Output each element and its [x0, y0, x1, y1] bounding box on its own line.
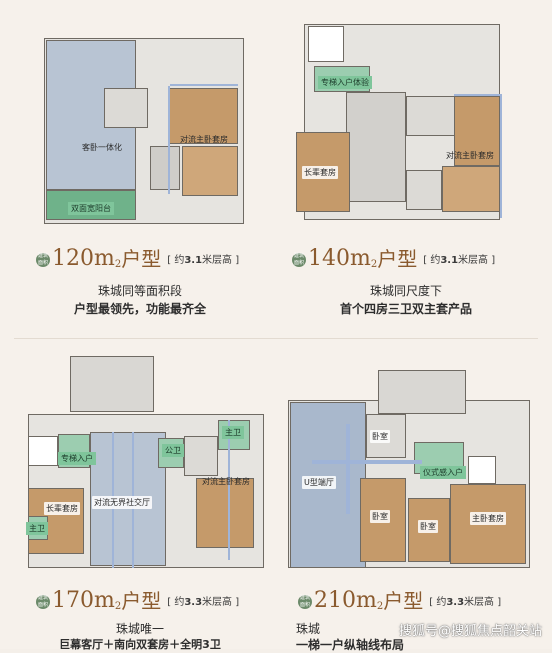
area-superscript: 2: [114, 601, 122, 612]
floorplan-210: 卧室 U型端厅 仪式感入户 卧室 卧室 主卧套房: [284, 370, 534, 570]
master-suite-label: 对流主卧套房: [202, 477, 250, 486]
type-word: 户型: [383, 589, 424, 613]
area-badge: 建筑 面积: [298, 595, 312, 609]
plan-desc-line2: 首个四房三卫双主套产品: [339, 302, 472, 316]
master-suite-room-2: [442, 166, 500, 212]
plan-desc-line1: 珠城唯一: [115, 622, 164, 636]
bedroom-room-2: [406, 170, 442, 210]
balcony-label: 双面宽阳台: [68, 202, 114, 215]
plan-desc-line1: 珠城同等面积段: [97, 284, 182, 298]
bedroom-room: [406, 96, 456, 136]
ventilation-arrow: [228, 420, 230, 560]
type-word: 户型: [121, 589, 162, 613]
ventilation-arrow: [454, 94, 502, 96]
elevator-room: [28, 436, 58, 466]
type-word: 户型: [121, 247, 162, 271]
public-wc-label: 公卫: [162, 444, 184, 457]
area-value: 170m: [52, 588, 115, 613]
master-bedroom-room-2: [182, 146, 238, 196]
wc-label: 主卫: [26, 522, 48, 535]
entry-label: 仪式感入户: [420, 466, 466, 479]
area-badge: 建筑 面积: [292, 253, 306, 267]
plan-type-120: 建筑 面积 120m 2 户型 [ 约3.1米层高 ]: [36, 246, 239, 270]
terrace-room: [70, 356, 154, 412]
ventilation-arrow: [168, 86, 170, 194]
master-suite-label: 主卧套房: [470, 512, 506, 525]
area-value: 210m: [314, 588, 377, 613]
watermark-text: 搜狐号@搜狐焦点韶关站: [398, 624, 542, 639]
living-bedroom-label: 客卧一体化: [82, 143, 122, 152]
elder-suite-label: 长辈套房: [44, 502, 80, 515]
floor-height: [ 约3.3米层高 ]: [167, 597, 240, 608]
ventilation-arrow: [500, 94, 502, 218]
ventilation-arrow: [312, 460, 422, 464]
elevator-room: [308, 26, 344, 62]
area-superscript: 2: [370, 259, 378, 270]
master-suite-label: 对流主卧套房: [446, 151, 494, 160]
u-hall-label: U型端厅: [302, 476, 336, 489]
plan-desc-line1: 珠城同尺度下: [369, 284, 442, 298]
plan-desc-line2: 巨幕客厅＋南向双套房＋全明3卫: [59, 638, 221, 651]
private-elevator-label: 专梯入户体验: [318, 76, 372, 89]
area-badge: 建筑 面积: [36, 253, 50, 267]
ventilation-arrow: [346, 424, 350, 514]
section-divider: [14, 338, 538, 339]
floor-height: [ 约3.3米层高 ]: [429, 597, 502, 608]
elevator-room: [468, 456, 496, 484]
area-value: 120m: [52, 246, 115, 271]
master-wc-label: 主卫: [222, 426, 244, 439]
master-suite-room: [454, 96, 500, 166]
bedroom-room-3: [408, 498, 450, 562]
bedroom-room: [104, 88, 148, 128]
social-hall-label: 对流无界社交厅: [92, 496, 152, 509]
ventilation-arrow: [170, 84, 238, 86]
floor-height: [ 约3.1米层高 ]: [423, 255, 496, 266]
area-superscript: 2: [376, 601, 384, 612]
entry-label: 专梯入户: [58, 452, 96, 465]
floorplan-120: 客卧一体化 对流主卧套房 双面宽阳台: [38, 36, 248, 226]
master-suite-room: [196, 478, 254, 548]
plan-type-170: 建筑 面积 170m 2 户型 [ 约3.3米层高 ]: [36, 588, 239, 612]
plan-desc-line1: 珠城: [296, 622, 321, 636]
plan-type-140: 建筑 面积 140m 2 户型 [ 约3.1米层高 ]: [292, 246, 495, 270]
floor-height: [ 约3.1米层高 ]: [167, 255, 240, 266]
plan-desc-line2: 户型最领先，功能最齐全: [73, 302, 206, 316]
bedroom-label-2: 卧室: [370, 510, 390, 523]
area-badge: 建筑 面积: [36, 595, 50, 609]
plan-type-210: 建筑 面积 210m 2 户型 [ 约3.3米层高 ]: [298, 588, 501, 612]
master-bedroom-label: 对流主卧套房: [180, 135, 228, 144]
floorplan-140: 专梯入户体验 对流主卧套房 长辈套房: [294, 22, 506, 222]
bedroom-label-3: 卧室: [418, 520, 438, 533]
area-value: 140m: [308, 246, 371, 271]
area-superscript: 2: [114, 259, 122, 270]
living-room: [346, 92, 406, 202]
terrace-room: [378, 370, 466, 414]
bathroom-room: [150, 146, 180, 190]
bedroom-label-1: 卧室: [370, 430, 390, 443]
floorplan-170: 专梯入户 公卫 主卫 对流无界社交厅 对流主卧套房 长辈套房 主卫: [22, 356, 272, 572]
type-word: 户型: [377, 247, 418, 271]
bedroom-room: [184, 436, 218, 476]
elder-suite-label: 长辈套房: [302, 166, 338, 179]
